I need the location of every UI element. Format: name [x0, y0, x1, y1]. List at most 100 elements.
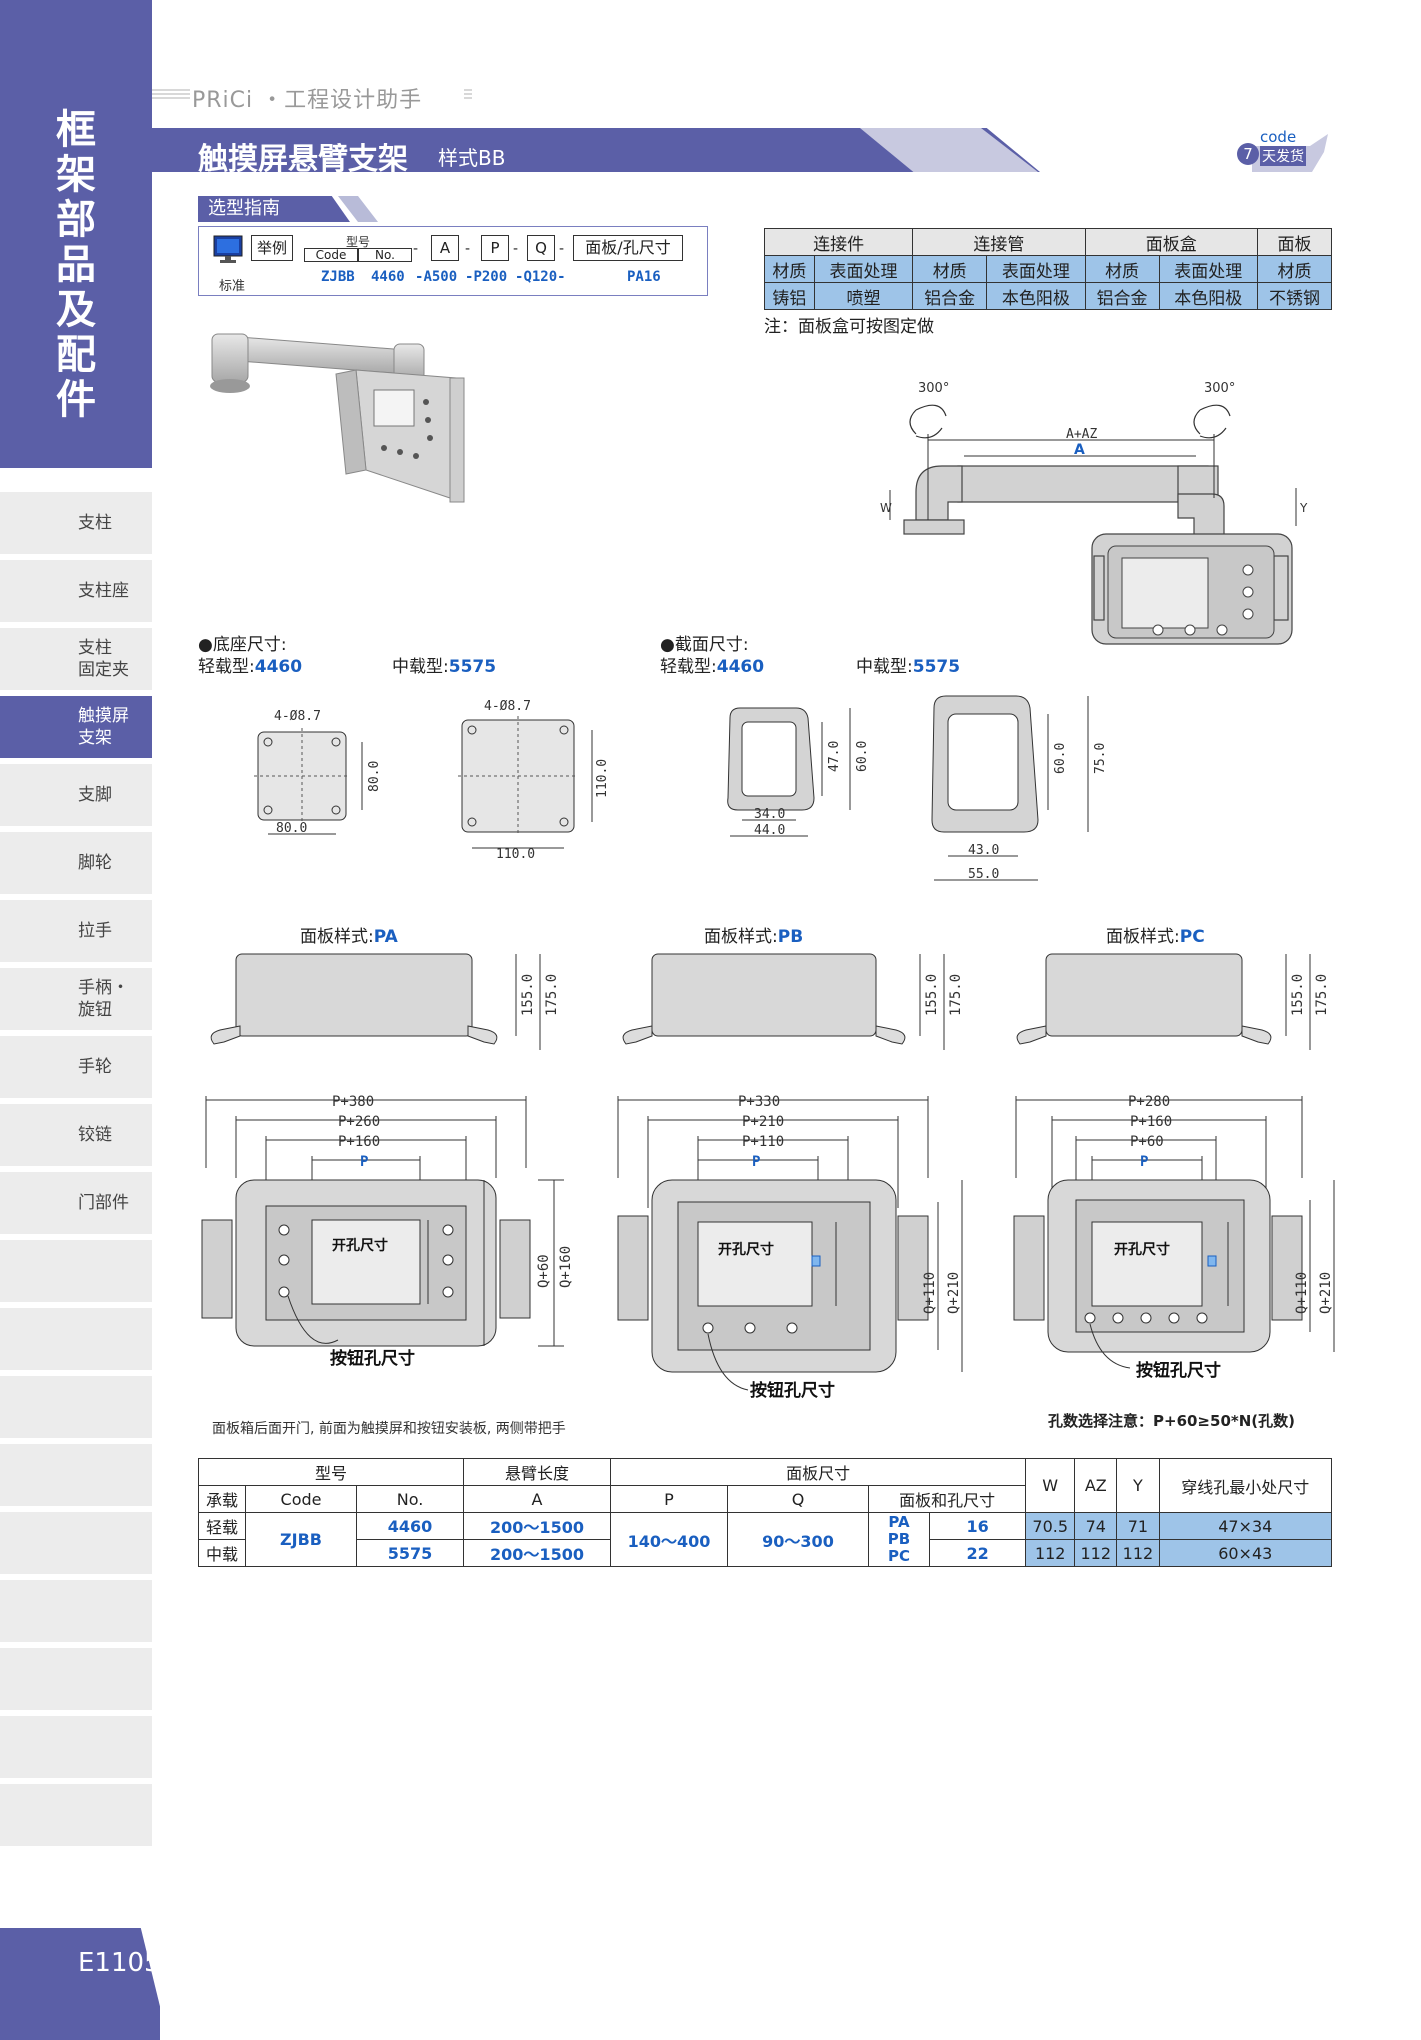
sidebar-item-feet[interactable]: 支脚 — [0, 764, 152, 828]
row-min: 47×34 — [1158, 1512, 1332, 1540]
sidebar-empty-4 — [0, 1444, 152, 1508]
sidebar-item-pillar[interactable]: 支柱 — [0, 492, 152, 556]
th-y: Y — [1116, 1458, 1160, 1513]
delivery-text: 天发货 — [1260, 146, 1306, 166]
arm-drawing: A+AZ A 300° 300° W Y — [880, 381, 1308, 645]
std-label: 标准 — [219, 279, 246, 294]
example-no: 4460 — [371, 269, 405, 285]
sidebar-item-pillar-clamp[interactable]: 支柱 固定夹 — [0, 628, 152, 692]
mat-value: 本色阳极 — [986, 282, 1086, 310]
pc-p: P — [1140, 1154, 1148, 1170]
section-medium: 中载型:5575 — [856, 657, 961, 677]
page-number-tab — [0, 1928, 160, 2040]
base-medium-width: 110.0 — [496, 847, 535, 860]
panel-style-pc-label: 面板样式:PC — [1106, 927, 1205, 947]
example-a: -A500 — [415, 269, 458, 285]
panel-side-views: 155.0 175.0 155.0 175.0 155.0 175.0 — [210, 953, 1330, 1050]
side-view-pc: 155.0 175.0 — [1016, 953, 1330, 1050]
sidebar-item-casters[interactable]: 脚轮 — [0, 832, 152, 896]
rotation-right: 300° — [1204, 381, 1235, 396]
rotation-left: 300° — [918, 381, 949, 396]
row-load: 轻载 — [198, 1512, 246, 1540]
section-title: ●截面尺寸: — [660, 635, 749, 655]
front-view-pa: 开孔尺寸 按钮孔尺寸 P+380 P+260 P+160 P Q+60 Q+16… — [201, 1094, 574, 1369]
mat-value: 本色阳极 — [1158, 282, 1258, 310]
mat-value: 铸铝 — [764, 282, 815, 310]
pc-height-1: 155.0 — [1290, 974, 1306, 1016]
th-w: W — [1025, 1458, 1076, 1513]
code-header: Code — [304, 248, 358, 262]
pc-height-2: 175.0 — [1314, 974, 1330, 1016]
pc-w2: P+160 — [1130, 1114, 1172, 1130]
pa-w2: P+260 — [338, 1114, 380, 1130]
base-light-height: 80.0 — [367, 761, 382, 792]
a-box: A — [431, 235, 459, 261]
row-az: 74 — [1074, 1512, 1118, 1540]
section-medium-drawing: 43.0 55.0 60.0 75.0 — [931, 695, 1108, 882]
th-hole: 穿线孔最小处尺寸 — [1158, 1458, 1332, 1513]
p-box: P — [481, 235, 509, 261]
mat-header: 材质 — [764, 255, 815, 283]
section-drawings: 34.0 44.0 47.0 60.0 43.0 55.0 60.0 75.0 — [727, 695, 1108, 882]
example-panel: PA16 — [627, 269, 661, 285]
y-label: Y — [1299, 501, 1308, 515]
base-light-hole: 4-Ø8.7 — [274, 709, 321, 724]
pb-w2: P+210 — [742, 1114, 784, 1130]
pa-v1: Q+60 — [536, 1254, 552, 1288]
spec-table: 型号 悬臂长度 面板尺寸 W AZ Y 穿线孔最小处尺寸 承载 Code No.… — [198, 1458, 1332, 1567]
example-code: ZJBB — [321, 269, 355, 285]
no-header: No. — [358, 248, 412, 262]
w-label: W — [880, 501, 892, 515]
pb-w1: P+330 — [738, 1094, 780, 1110]
pb-hole-label: 开孔尺寸 — [718, 1241, 774, 1258]
sidebar-item-hinges[interactable]: 铰链 — [0, 1104, 152, 1168]
sidebar-item-pillar-base[interactable]: 支柱座 — [0, 560, 152, 624]
delivery-days: 7 — [1243, 145, 1253, 163]
sidebar-item-touchscreen-arm[interactable]: 触摸屏 支架 — [0, 696, 152, 760]
sidebar-item-handles[interactable]: 拉手 — [0, 900, 152, 964]
base-medium: 中载型:5575 — [392, 657, 497, 677]
th-model: 型号 — [198, 1458, 464, 1486]
sidebar-item-knobs[interactable]: 手柄・ 旋钮 — [0, 968, 152, 1032]
sidebar-empty-9 — [0, 1784, 152, 1848]
pb-height-1: 155.0 — [924, 974, 940, 1016]
row-load: 中载 — [198, 1539, 246, 1567]
front-view-pc: 开孔尺寸 按钮孔尺寸 P+280 P+160 P+60 P Q+110 Q+21… — [1013, 1094, 1335, 1381]
pa-w1: P+380 — [332, 1094, 374, 1110]
mat-value: 铝合金 — [912, 282, 988, 310]
a-az-label: A+AZ — [1066, 427, 1097, 442]
model-box: 型号 Code No. — [304, 235, 412, 262]
base-title: ●底座尺寸: — [198, 635, 287, 655]
nav-label-knobs: 手柄・ 旋钮 — [78, 978, 129, 1020]
panel-box: 面板/孔尺寸 — [573, 235, 683, 261]
product-photo — [210, 333, 465, 503]
example-p: -P200 — [465, 269, 508, 285]
material-table: 连接件 连接管 面板盒 面板 材质 表面处理 材质 表面处理 材质 表面处理 材… — [763, 228, 1333, 310]
group-pipe: 连接管 — [912, 228, 1086, 256]
row-min: 60×43 — [1158, 1539, 1332, 1567]
pa-button-label: 按钮孔尺寸 — [330, 1348, 415, 1369]
nav-label-clamp: 支柱 固定夹 — [78, 638, 129, 680]
sidebar-item-door-parts[interactable]: 门部件 — [0, 1172, 152, 1236]
base-light-drawing: 80.0 80.0 4-Ø8.7 — [254, 709, 382, 836]
model-label: 型号 — [345, 235, 370, 249]
group-panel: 面板 — [1256, 228, 1333, 256]
row-q: 90～300 — [727, 1512, 869, 1567]
row-w: 70.5 — [1025, 1512, 1076, 1540]
mat-value: 喷塑 — [813, 282, 914, 310]
delivery-badge: code 7 天发货 — [1232, 128, 1334, 174]
sidebar-item-handwheel[interactable]: 手轮 — [0, 1036, 152, 1100]
base-drawings: 80.0 80.0 4-Ø8.7 110.0 110.0 4-Ø8.7 — [254, 700, 610, 860]
row-code: ZJBB — [245, 1512, 357, 1567]
pb-button-label: 按钮孔尺寸 — [750, 1380, 835, 1401]
panel-style-pb-label: 面板样式:PB — [704, 927, 804, 947]
material-note: 注：面板盒可按图定做 — [764, 317, 934, 337]
th-load: 承载 — [198, 1485, 246, 1513]
row-a: 200～1500 — [463, 1539, 611, 1567]
nav-label-touchscreen: 触摸屏 支架 — [78, 706, 129, 748]
pa-w3: P+160 — [338, 1134, 380, 1150]
row-y: 112 — [1116, 1539, 1160, 1567]
guide-tab-accent — [338, 196, 378, 222]
sidebar-empty-3 — [0, 1376, 152, 1440]
